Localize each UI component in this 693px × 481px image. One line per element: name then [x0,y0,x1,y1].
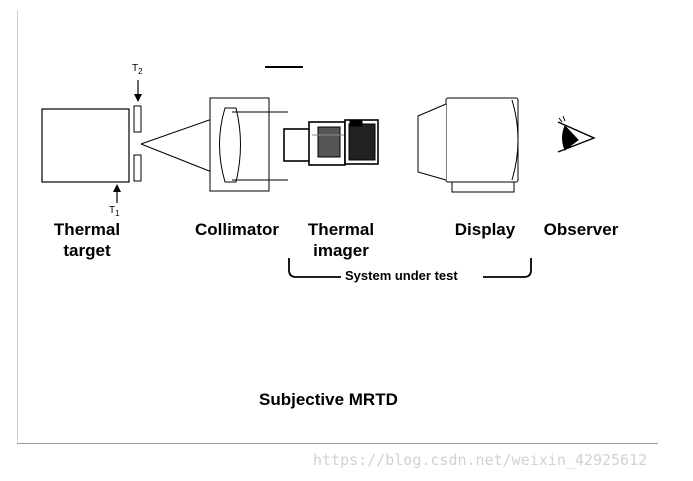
display-label: Display [454,220,516,239]
system-under-test-bracket [288,258,532,278]
temp-t1-label: T1 [109,205,120,218]
collimator-body [209,97,288,192]
observer-label: Observer [543,220,619,239]
watermark-url: https://blog.csdn.net/weixin_42925612 [313,451,648,469]
temp-t2-label: T2 [132,63,143,76]
thermal-target-block [41,108,130,183]
t2-arrow [134,80,142,102]
thermal-imager-camera [283,119,379,166]
system-under-test-label: System under test [341,268,462,284]
thermal-imager-label: Thermal imager [307,220,375,260]
thermal-target-label: Thermal target [53,220,121,260]
observer-eye-icon [557,115,596,153]
frame-left-border [17,10,18,444]
frame-bottom-border [17,443,658,444]
target-slits [133,105,142,182]
t1-arrow [113,184,121,203]
display-monitor [417,97,519,193]
figure-caption: Subjective MRTD [259,390,398,409]
collimator-label: Collimator [194,220,280,239]
